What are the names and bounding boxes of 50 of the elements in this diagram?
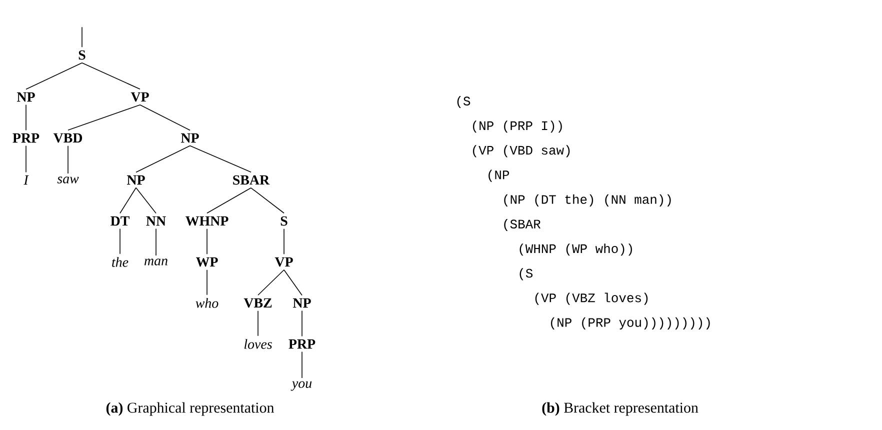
tree-branch [82, 62, 140, 90]
word-label: the [112, 257, 128, 267]
tree-branch [136, 187, 156, 214]
tree-branch [190, 145, 252, 173]
tree-label: NN [146, 216, 166, 226]
tree-label: NP [16, 92, 35, 102]
tree-label: SBAR [233, 175, 270, 185]
tree-branch [120, 187, 136, 214]
word-label: you [290, 381, 312, 391]
tree-branch [136, 145, 190, 173]
bracket-line: (NP (PRP I)) [472, 120, 562, 133]
tree-branch [26, 62, 82, 90]
tree-branch [206, 269, 208, 296]
tree-label: DT [110, 216, 130, 226]
tree-label: NP [292, 298, 311, 308]
bracket-line: (VP (VBZ loves) [535, 292, 648, 305]
tree-label: NP [126, 175, 145, 185]
bracket-line: (WHNP (WP who)) [520, 244, 632, 256]
tree-label: S [280, 216, 288, 226]
word-label: who [196, 298, 218, 308]
tree-branch [284, 269, 302, 296]
word-label: loves [244, 339, 272, 349]
tree-branch [206, 228, 208, 255]
tree-branch [258, 269, 284, 296]
bracket-line: (SBAR [504, 218, 541, 232]
tree-label: WHNP [186, 216, 228, 226]
bracket-line: (NP (PRP you))))))))) [550, 317, 710, 330]
bracket-line: (VP (VBD saw) [472, 145, 570, 158]
tree-label: PRP [12, 133, 40, 143]
tree-label: WP [196, 257, 218, 267]
bracket-line: (S [520, 268, 533, 280]
word-label: I [24, 175, 29, 185]
bracket-line: (NP (DT the) (NN man)) [504, 194, 671, 206]
tree-branch [140, 104, 190, 131]
tree-branch [250, 187, 284, 214]
tree-label: NP [180, 133, 199, 143]
bracket-line: (S [457, 96, 470, 108]
tree-label: PRP [288, 339, 316, 349]
tree-branch [68, 104, 140, 131]
tree-label: VBZ [244, 298, 272, 308]
tree-label: S [78, 50, 86, 60]
tree-label: VBD [53, 133, 82, 143]
word-label: saw [57, 176, 79, 184]
word-label: man [144, 258, 168, 266]
caption: (a) Graphical representation [106, 402, 274, 416]
bracket-line: (NP [488, 170, 510, 182]
tree-label: VP [130, 92, 149, 102]
tree-label: VP [274, 257, 293, 267]
caption: (b) Bracket representation [542, 402, 698, 416]
tree-branch [206, 187, 252, 214]
